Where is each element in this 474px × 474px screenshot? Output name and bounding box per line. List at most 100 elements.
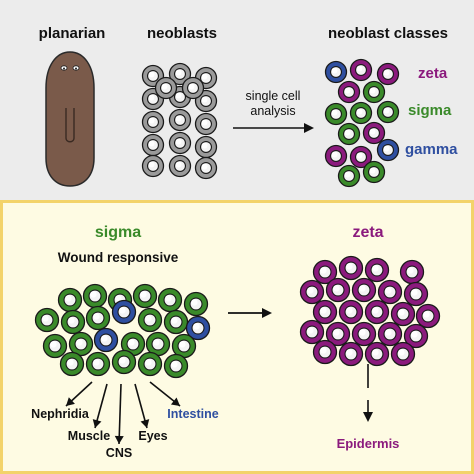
neoblast-class-cell (362, 121, 386, 145)
neoblast-cell (168, 131, 192, 155)
neoblast-class-cell (376, 100, 400, 124)
neoblast-class-cell (337, 122, 361, 146)
zeta-cell (299, 279, 325, 305)
sigma-to-zeta-arrow (228, 308, 272, 318)
zeta-cell (364, 257, 390, 283)
zeta-cell (325, 277, 351, 303)
sigma-cell (60, 309, 86, 335)
sigma-cell (132, 283, 158, 309)
sigma-cell (111, 299, 137, 325)
neoblast-cell (168, 154, 192, 178)
sigma-cell (57, 287, 83, 313)
fate-arrowhead (114, 435, 124, 444)
neoblast-cell (168, 62, 192, 86)
neoblast-classes-cluster (324, 58, 400, 188)
planarian-worm-illustration (45, 51, 95, 187)
fate-eyes: Eyes (138, 429, 167, 443)
fate-arrowhead (170, 397, 180, 406)
zeta-cluster (299, 255, 441, 367)
neoblast-cell (168, 108, 192, 132)
zeta-cell (403, 323, 429, 349)
planarian-label: planarian (39, 25, 106, 42)
zeta-cell (312, 339, 338, 365)
neoblast-class-cell (324, 144, 348, 168)
sigma-cell (137, 351, 163, 377)
sigma-cell (93, 327, 119, 353)
zeta-cell (390, 301, 416, 327)
neoblast-cell (181, 76, 205, 100)
zeta-cell (399, 259, 425, 285)
sigma-cluster (34, 283, 211, 379)
sigma-cell (34, 307, 60, 333)
zeta-cell (351, 277, 377, 303)
fate-cns: CNS (106, 446, 132, 460)
sigma-cell (137, 307, 163, 333)
fate-arrow-line (118, 383, 122, 445)
zeta-cell (377, 279, 403, 305)
zeta-cell (403, 281, 429, 307)
sigma-cell (42, 333, 68, 359)
zeta-cell (364, 341, 390, 367)
legend-zeta: zeta (418, 65, 448, 82)
neoblast-cell (194, 112, 218, 136)
fate-arrowhead (66, 397, 75, 406)
arrow-label-line2: analysis (250, 104, 295, 118)
neoblast-class-cell (362, 80, 386, 104)
zeta-cell (351, 321, 377, 347)
sigma-cell (111, 349, 137, 375)
zeta-cell (415, 303, 441, 329)
zeta-fate-arrow (363, 364, 373, 422)
neoblast-cell (154, 76, 178, 100)
sigma-title: sigma (95, 224, 141, 241)
neoblast-class-cell (362, 160, 386, 184)
neoblast-cell (194, 135, 218, 159)
legend-gamma: gamma (405, 141, 458, 158)
sigma-cell (163, 309, 189, 335)
fate-arrowhead (92, 419, 102, 428)
zeta-cell (390, 341, 416, 367)
sigma-cell (183, 291, 209, 317)
neoblast-class-cell (349, 101, 373, 125)
fate-arrowhead (140, 419, 150, 428)
zeta-cell (338, 299, 364, 325)
zeta-cell (338, 255, 364, 281)
sigma-cell (163, 353, 189, 379)
neoblast-class-cell (337, 164, 361, 188)
zeta-cell (364, 299, 390, 325)
sigma-cell (145, 331, 171, 357)
sigma-subtitle: Wound responsive (58, 250, 179, 265)
zeta-cell (299, 319, 325, 345)
zeta-cell (312, 299, 338, 325)
zeta-cell (325, 321, 351, 347)
sigma-cell (120, 331, 146, 357)
sigma-cell (157, 287, 183, 313)
zeta-cell (377, 321, 403, 347)
neoblast-class-cell (349, 145, 373, 169)
neoblasts-cluster (141, 62, 218, 180)
neoblast-cell (194, 156, 218, 180)
neoblast-class-cell (376, 138, 400, 162)
sigma-cell (82, 283, 108, 309)
neoblast-class-cell (376, 62, 400, 86)
sigma-cell (171, 333, 197, 359)
neoblast-cell (141, 133, 165, 157)
neoblasts-label: neoblasts (147, 25, 217, 42)
neoblast-class-cell (324, 102, 348, 126)
sigma-cell (59, 351, 85, 377)
legend-sigma: sigma (408, 102, 452, 119)
neoblast-classes-label: neoblast classes (328, 25, 448, 42)
arrow-label-line1: single cell (246, 89, 301, 103)
neoblast-cell (141, 154, 165, 178)
fate-intestine: Intestine (167, 407, 218, 421)
sigma-cell (85, 305, 111, 331)
zeta-cell (338, 341, 364, 367)
zeta-cell (312, 259, 338, 285)
neoblast-class-cell (337, 80, 361, 104)
zeta-title: zeta (352, 224, 383, 241)
neoblast-class-cell (324, 60, 348, 84)
neoblast-class-cell (349, 58, 373, 82)
fate-epidermis: Epidermis (337, 436, 400, 451)
fate-nephridia: Nephridia (31, 407, 90, 421)
neoblast-cell (141, 110, 165, 134)
